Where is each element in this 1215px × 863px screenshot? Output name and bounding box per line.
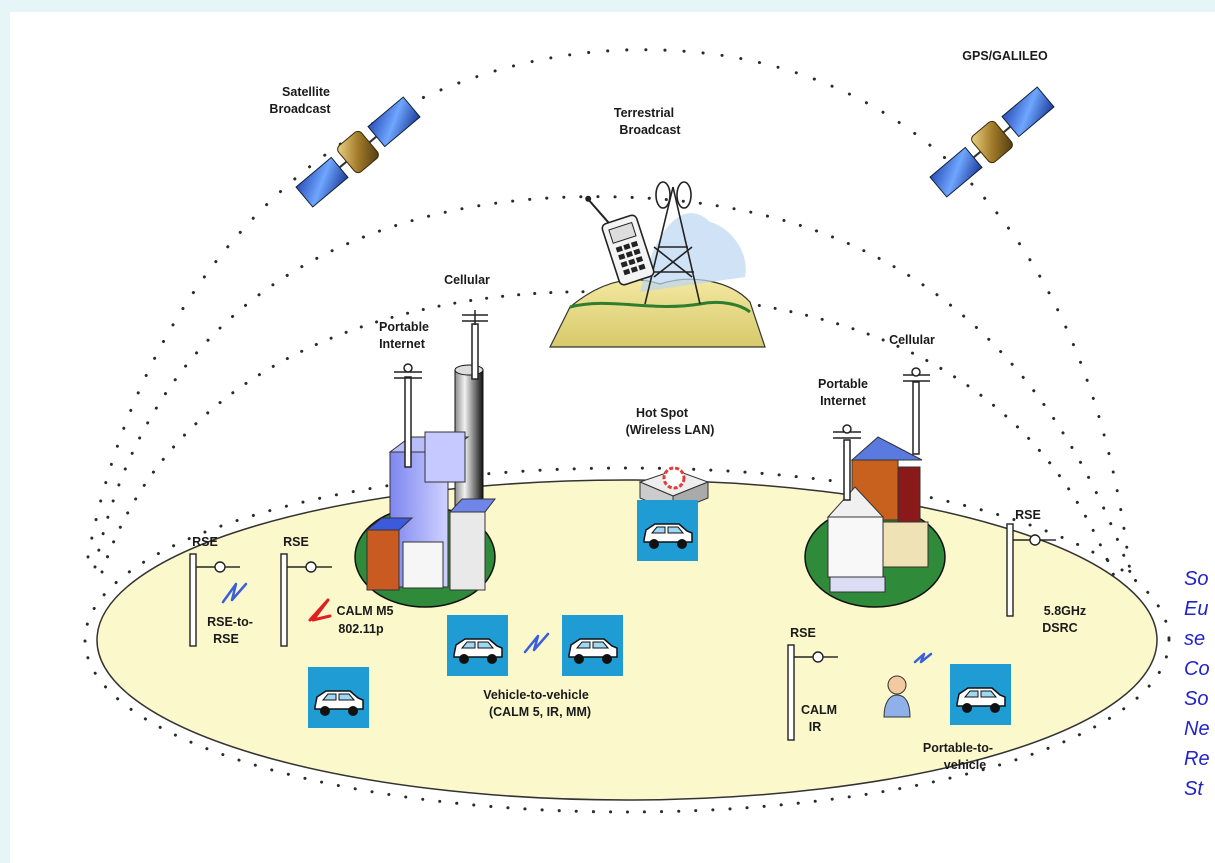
label-hot-spot-2: (Wireless LAN) (626, 423, 715, 437)
middle-dotted-arc (93, 195, 1132, 574)
ground-ellipse (83, 466, 1171, 814)
label-portable-to-vehicle-1: Portable-to- (923, 741, 993, 755)
label-calm-m5-2: 802.11p (338, 622, 384, 636)
caption-line: Eu (1184, 598, 1209, 620)
right-town-icon (804, 436, 946, 608)
label-portable-internet-right-1: Portable (818, 377, 868, 391)
svg-text:Portable-to-vehicle: Portable-to-vehicle (923, 741, 993, 772)
caption-line: Ne (1184, 718, 1210, 740)
label-rse-2: RSE (283, 535, 309, 549)
vehicle-icon-hotspot (637, 500, 698, 561)
caption-line: Re (1184, 748, 1210, 770)
caption-line: Co (1184, 658, 1210, 680)
label-calm-ir-1: CALM (801, 703, 837, 717)
caption-line: So (1184, 688, 1209, 710)
vehicle-icon-v2v-right (562, 615, 623, 676)
rse-pole-3 (787, 644, 838, 741)
rse-pole-4 (1006, 523, 1056, 617)
vehicle-icon-v2v-left (447, 615, 508, 676)
label-satellite-broadcast-1: Satellite (282, 85, 330, 99)
label-rse-to-rse-1: RSE-to- (207, 615, 253, 629)
svg-text:Hot Spot(Wireless LAN): Hot Spot (Wireless LAN) (626, 406, 715, 437)
portable-internet-antenna-right (833, 424, 861, 501)
label-dsrc-1: 5.8GHz (1044, 604, 1086, 618)
label-hot-spot-1: Hot Spot (636, 406, 689, 420)
label-cellular-right: Cellular (889, 333, 935, 347)
label-rse-to-rse-2: RSE (213, 632, 239, 646)
vehicle-icon-portable (950, 664, 1011, 725)
label-dsrc-2: DSRC (1042, 621, 1077, 635)
figure-caption: So Eu se Co So Ne Re St (1184, 564, 1210, 804)
gps-satellite-icon (929, 86, 1055, 198)
label-portable-to-vehicle-2: vehicle (944, 758, 986, 772)
person-icon (883, 675, 911, 718)
cellular-antenna-right (903, 367, 930, 455)
label-rse-4: RSE (1015, 508, 1041, 522)
satellite-broadcast-icon (295, 96, 421, 208)
caption-line: se (1184, 628, 1206, 650)
left-city-icon (354, 364, 497, 608)
label-rse-3: RSE (790, 626, 816, 640)
label-terrestrial-broadcast-1: Terrestrial (614, 106, 674, 120)
caption-line: So (1184, 568, 1209, 590)
terrestrial-broadcast-icon (549, 181, 766, 348)
label-terrestrial-broadcast-2: Broadcast (619, 123, 681, 137)
rse-pole-1 (189, 553, 240, 647)
label-satellite-broadcast-2: Broadcast (269, 102, 331, 116)
wireless-signal-icon (221, 582, 933, 664)
svg-text:Vehicle-to-vehicle(CALM 5, IR,: Vehicle-to-vehicle (CALM 5, IR, MM) (483, 688, 591, 719)
portable-internet-antenna-left (394, 363, 422, 468)
vehicle-icon-calm-m5 (308, 667, 369, 728)
svg-text:RSE-to-RSE: RSE-to- RSE (207, 615, 253, 646)
label-vehicle-to-vehicle-1: Vehicle-to-vehicle (483, 688, 589, 702)
rse-pole-2 (280, 553, 332, 647)
label-portable-internet-left-2: Internet (379, 337, 426, 351)
label-calm-ir-2: IR (809, 720, 822, 734)
cellular-antenna-left (462, 310, 488, 380)
label-cellular-left: Cellular (444, 273, 490, 287)
label-gps-galileo: GPS/GALILEO (962, 49, 1048, 63)
label-vehicle-to-vehicle-2: (CALM 5, IR, MM) (489, 705, 591, 719)
label-rse-1: RSE (192, 535, 218, 549)
caption-line: St (1184, 778, 1203, 800)
label-calm-m5-1: CALM M5 (337, 604, 394, 618)
label-portable-internet-left-1: Portable (379, 320, 429, 334)
label-portable-internet-right-2: Internet (820, 394, 867, 408)
